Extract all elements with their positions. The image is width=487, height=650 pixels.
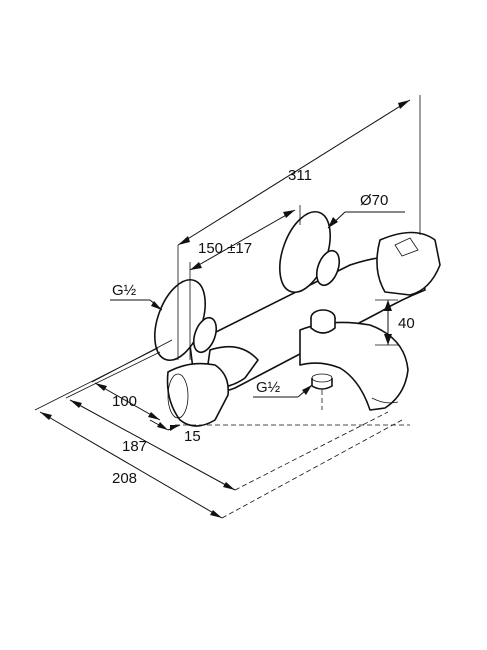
dim-40-label: 40 (398, 315, 415, 332)
dim-311-label: 311 (288, 167, 312, 184)
dim-dia70 (327, 211, 405, 229)
dim-311 (177, 95, 421, 360)
dim-187-label: 187 (122, 438, 147, 455)
dim-g-left-label: G½ (112, 282, 137, 299)
dim-187 (65, 351, 389, 491)
dim-15 (149, 419, 410, 431)
dim-dia70-label: Ø70 (360, 192, 388, 209)
right-handle (279, 211, 441, 296)
dim-100-label: 100 (112, 393, 137, 410)
dim-g-outlet (253, 384, 323, 410)
dim-150 (189, 205, 301, 360)
dim-40 (375, 299, 398, 346)
dim-208 (34, 347, 403, 519)
dim-150-label: 150 ±17 (198, 240, 252, 257)
dim-g-outlet-label: G½ (256, 379, 281, 396)
left-handle (154, 279, 259, 427)
dim-15-label: 15 (184, 428, 201, 445)
dim-208-label: 208 (112, 470, 137, 487)
dim-g-left (110, 299, 163, 311)
